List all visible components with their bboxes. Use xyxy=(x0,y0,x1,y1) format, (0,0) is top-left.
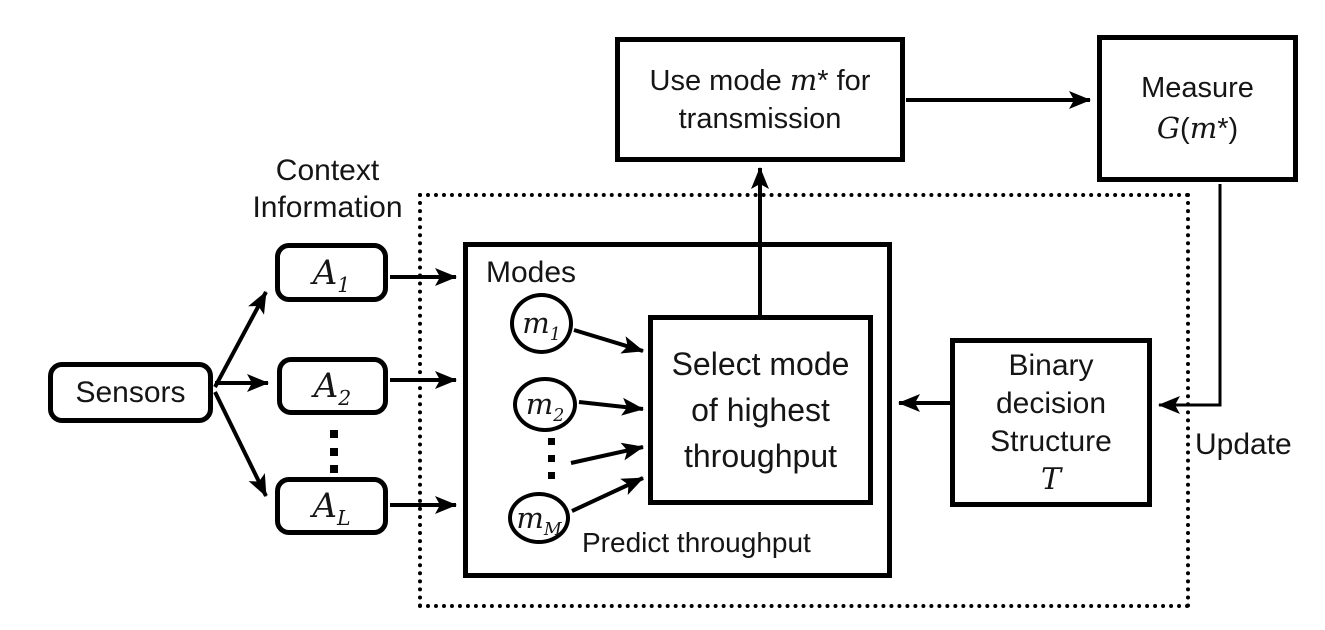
select-mode-line3: throughput xyxy=(683,438,837,474)
binary-line3: Structure xyxy=(990,424,1112,458)
aL-box: AL xyxy=(275,477,388,535)
m1-label: m1 xyxy=(522,306,561,345)
modes-label: Modes xyxy=(486,256,577,289)
a-ellipsis-dot xyxy=(330,465,338,473)
binary-line4: T xyxy=(1040,461,1061,497)
a1-box: A1 xyxy=(275,243,388,302)
a2-box: A2 xyxy=(277,357,388,415)
use-mode-box: Use mode m* for transmission xyxy=(615,37,905,162)
update-label: Update xyxy=(1195,428,1292,461)
use-mode-line1: Use mode m* for xyxy=(649,63,871,97)
select-mode-line1: Select mode xyxy=(671,346,850,382)
context-information-label: Context Information xyxy=(230,152,425,226)
mM-node: mM xyxy=(508,492,570,544)
a2-label: A2 xyxy=(313,366,352,410)
inner-container-box xyxy=(463,242,892,578)
select-mode-box: Select mode of highest throughput xyxy=(648,315,873,505)
binary-line2: decision xyxy=(995,386,1107,420)
measure-line1: Measure xyxy=(1141,72,1254,104)
context-label-line2: Information xyxy=(252,191,403,224)
sensors-box: Sensors xyxy=(48,362,213,423)
m1-node: m1 xyxy=(510,293,573,354)
binary-decision-box: Binary decision Structure T xyxy=(950,338,1152,507)
sensors-label: Sensors xyxy=(75,375,186,409)
a-ellipsis-dot xyxy=(330,448,338,456)
select-mode-line2: of highest xyxy=(691,392,830,428)
measure-box: Measure G(m*) xyxy=(1097,35,1298,182)
measure-line2: G(m*) xyxy=(1156,111,1239,145)
context-label-line1: Context xyxy=(275,154,380,187)
aL-label: AL xyxy=(312,486,351,530)
use-mode-line2: transmission xyxy=(678,103,842,135)
a-ellipsis-dot xyxy=(330,430,338,438)
binary-line1: Binary xyxy=(1008,348,1094,382)
arrow-sensors-to-a1 xyxy=(213,291,268,388)
a1-label: A1 xyxy=(312,252,351,297)
mM-label: mM xyxy=(516,500,562,540)
predict-throughput-label: Predict throughput xyxy=(582,527,811,558)
arrow-sensors-to-aL xyxy=(213,391,268,497)
m2-label: m2 xyxy=(525,387,565,426)
m2-node: m2 xyxy=(513,377,577,432)
